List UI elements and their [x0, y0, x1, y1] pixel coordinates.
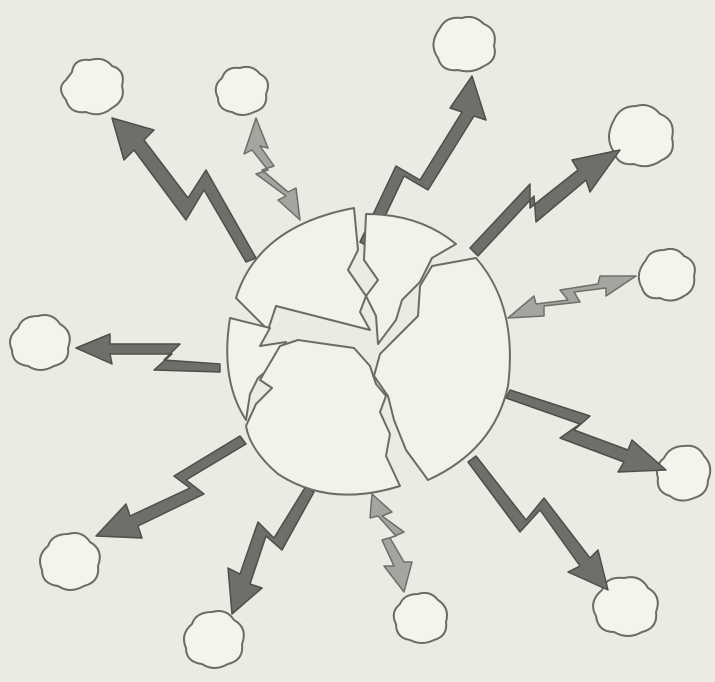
arrow-to-right-lower — [506, 390, 666, 472]
arrow-to-right-middle — [508, 276, 636, 318]
arrow-to-left — [76, 334, 220, 372]
arrow-to-bottom-center-left — [228, 486, 314, 614]
cloud-right-lower — [657, 446, 710, 501]
arrow-to-bottom-left — [96, 436, 246, 538]
arrow-to-bottom-right — [468, 456, 608, 590]
cloud-left — [10, 315, 70, 370]
cloud-right-upper — [609, 105, 673, 166]
shard-top-left — [236, 208, 370, 330]
cloud-bottom-center-left — [184, 611, 244, 668]
arrow-to-bottom-center — [370, 494, 412, 592]
cloud-top-right-near — [433, 17, 494, 71]
cloud-top-left-far — [61, 59, 123, 114]
cloud-bottom-center — [394, 593, 447, 643]
arrow-to-right-upper — [470, 150, 620, 256]
arrow-to-top-left-far — [112, 118, 256, 262]
cloud-bottom-left — [40, 533, 100, 590]
arrow-to-top-left-near — [244, 118, 300, 220]
cloud-right-middle — [639, 249, 695, 301]
cloud-top-left-near — [216, 67, 268, 115]
